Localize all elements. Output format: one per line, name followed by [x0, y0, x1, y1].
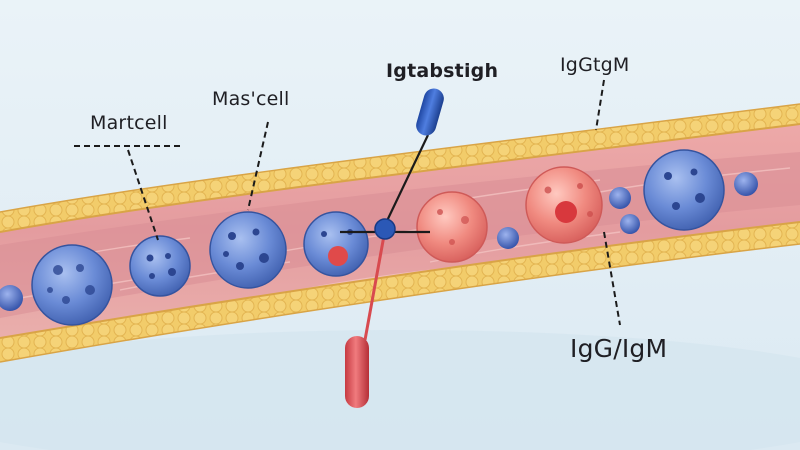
blue-cell-large-right [643, 149, 725, 231]
probe-assembly [340, 88, 444, 408]
blue-cell-mast-1 [129, 235, 191, 297]
label-top-right: IgGtgM [560, 54, 630, 76]
blue-cell-large-left [31, 244, 113, 326]
blue-cell-with-red-nucleus [303, 211, 369, 277]
blue-cell-mast-2 [209, 211, 287, 289]
red-cell-right [525, 166, 603, 244]
leader-mascell [247, 121, 269, 211]
red-cell-center [416, 191, 488, 263]
leader-martcell [127, 149, 159, 241]
label-mast-cell-left: Martcell [90, 112, 168, 134]
label-probe-top: Igtabstigh [386, 60, 499, 82]
small-blue-particles [497, 172, 758, 249]
leader-iggtgm [595, 79, 605, 131]
leader-iggigm [603, 231, 621, 326]
label-mast-cell-center: Mas'cell [212, 88, 290, 110]
blue-cell-small-left-edge [0, 285, 23, 311]
label-bottom-right: IgG/IgM [570, 334, 668, 363]
